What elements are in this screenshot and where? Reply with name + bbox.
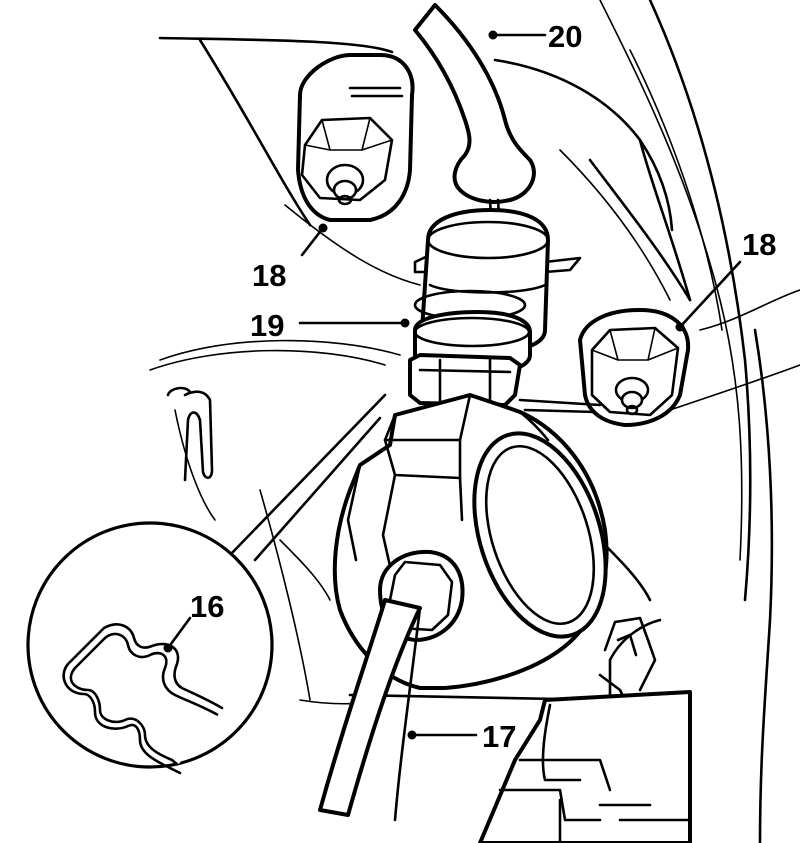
hose-17 <box>318 549 465 822</box>
clip-detail-circle <box>26 521 274 775</box>
mounting-nut-left <box>296 53 415 222</box>
label-16: 16 <box>190 589 224 624</box>
callouts: 20 18 18 19 16 17 <box>163 19 776 754</box>
label-17: 17 <box>482 719 516 754</box>
label-18-right: 18 <box>742 227 776 262</box>
lower-right-housing <box>478 616 692 843</box>
label-19: 19 <box>250 308 284 343</box>
hose-20 <box>413 3 536 234</box>
detail-leader-lines <box>228 393 387 562</box>
label-20: 20 <box>548 19 582 54</box>
mounting-nut-right <box>578 308 691 427</box>
label-18-left: 18 <box>252 258 286 293</box>
sensor-19 <box>408 208 582 407</box>
bracket <box>518 398 602 414</box>
